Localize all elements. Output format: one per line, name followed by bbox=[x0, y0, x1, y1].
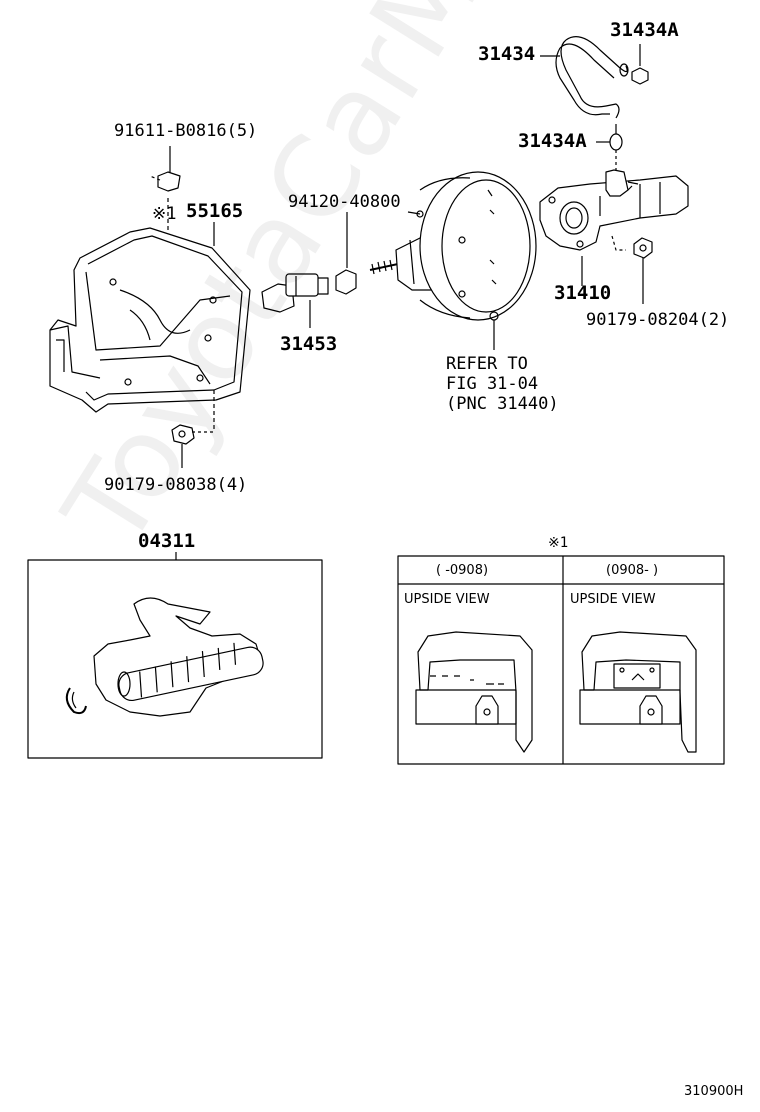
refer-to-line2: FIG 31-04 bbox=[446, 374, 539, 394]
inset-note-mark: ※1 bbox=[548, 535, 569, 551]
switch-31453 bbox=[261, 273, 329, 328]
master-cylinder-31410 bbox=[539, 169, 689, 286]
hose-31434 bbox=[540, 36, 629, 119]
col1-view-label: UPSIDE VIEW bbox=[404, 592, 490, 607]
label-90179-08204: 90179-08204(2) bbox=[586, 310, 730, 330]
clamp-31434a-top bbox=[631, 44, 649, 85]
nut-94120 bbox=[335, 212, 357, 295]
label-31434a-mid: 31434A bbox=[518, 130, 587, 152]
col2-view-label: UPSIDE VIEW bbox=[570, 592, 656, 607]
kit-04311-frame bbox=[27, 559, 323, 759]
col2-header: (0908- ) bbox=[606, 563, 659, 578]
label-04311: 04311 bbox=[138, 530, 196, 552]
inset-right-view bbox=[579, 631, 697, 753]
inset-left-view bbox=[415, 631, 533, 753]
label-91611-b0816: 91611-B0816(5) bbox=[114, 121, 258, 141]
label-94120-40800: 94120-40800 bbox=[288, 192, 401, 212]
label-31434a-top: 31434A bbox=[610, 19, 679, 41]
kit-04311-parts bbox=[65, 597, 264, 717]
col1-header: ( -0908) bbox=[436, 563, 489, 578]
label-31410: 31410 bbox=[554, 282, 612, 304]
brake-booster bbox=[369, 171, 537, 350]
variant-table bbox=[397, 555, 725, 765]
note-mark-1: ※1 bbox=[152, 204, 177, 224]
refer-to-line3: (PNC 31440) bbox=[446, 394, 559, 414]
diagram-code: 310900H bbox=[684, 1084, 744, 1099]
nut-90179-08204 bbox=[633, 237, 653, 304]
bolt-90179-08038 bbox=[171, 424, 214, 468]
label-31453: 31453 bbox=[280, 333, 338, 355]
label-90179-08038: 90179-08038(4) bbox=[104, 475, 248, 495]
clamp-31434a-mid bbox=[596, 124, 623, 170]
refer-to-line1: REFER TO bbox=[446, 354, 528, 374]
label-55165: 55165 bbox=[186, 200, 244, 222]
bolt-91611 bbox=[149, 146, 181, 192]
label-31434: 31434 bbox=[478, 43, 536, 65]
bracket-55165 bbox=[49, 198, 251, 432]
